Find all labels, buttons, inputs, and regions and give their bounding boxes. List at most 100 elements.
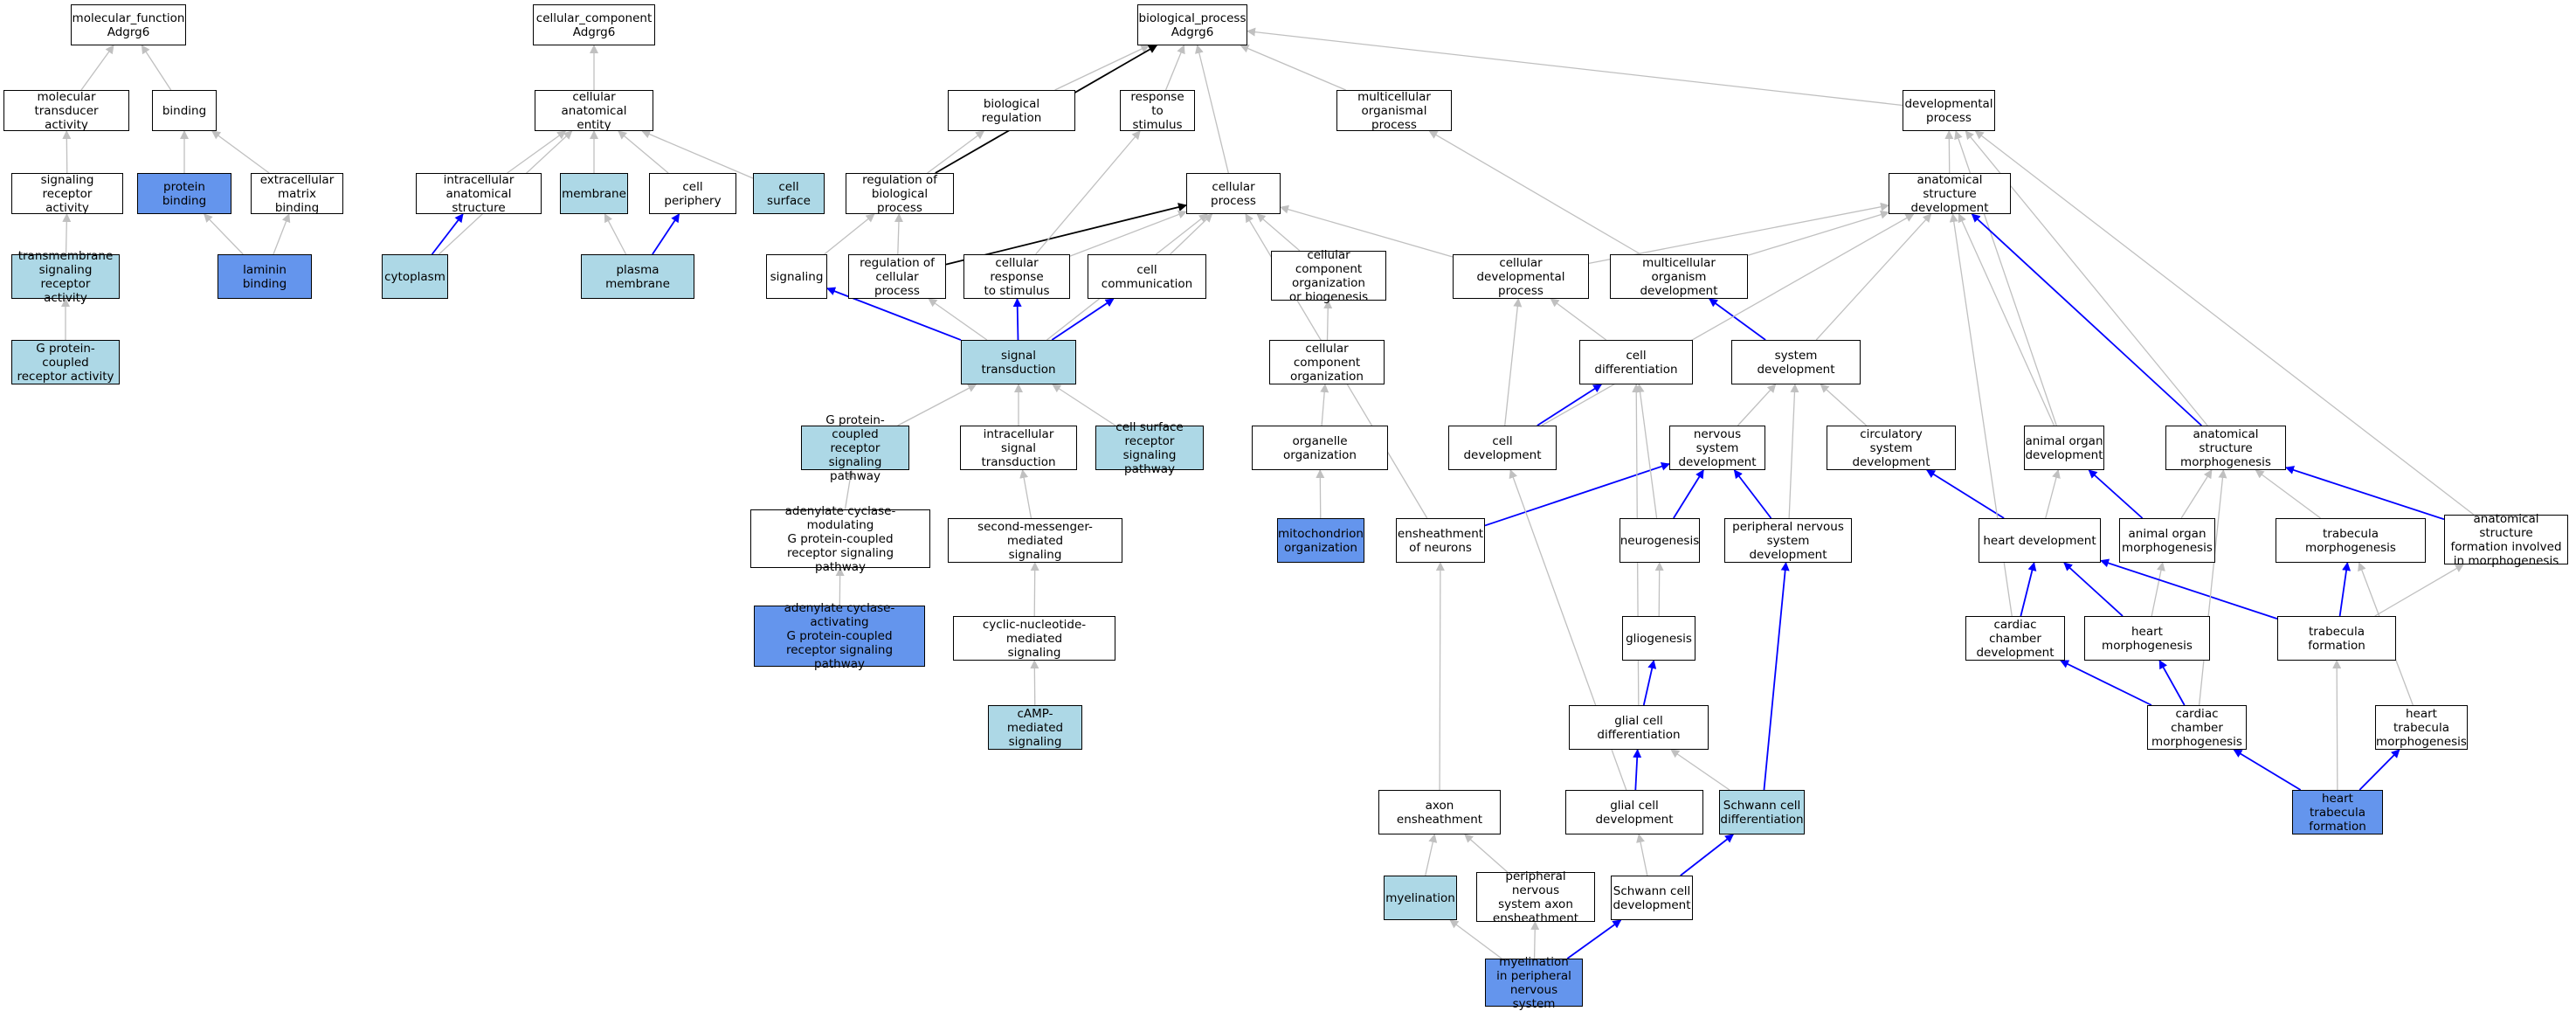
edge-cell_development-to-anat_struct_dev [1541, 213, 1915, 426]
node-cardiac-chamber-development[interactable]: cardiac chamber development [1965, 616, 2065, 661]
edge-signal_transduction-to-reg_cell_proc [928, 298, 988, 341]
edge-cell_dev_proc-to-cellular_process [1280, 204, 1454, 258]
edge-anat_form_morph-to-dev_process [1974, 130, 2475, 516]
edge-schwann_diff-to-pns_dev [1763, 562, 1790, 791]
node-plasma-membrane[interactable]: plasma membrane [581, 254, 694, 299]
node-binding[interactable]: binding [152, 90, 217, 131]
node-cellular-component-root[interactable]: cellular_component Adgrg6 [533, 4, 655, 45]
edge-system_dev-to-anat_struct_dev [1815, 213, 1932, 341]
node-peripheral-nervous-system-development[interactable]: peripheral nervous system development [1724, 518, 1852, 563]
edge-system_dev-to-multicell_org_dev [1709, 298, 1766, 341]
edge-myelin_pns-to-schwann_dev [1566, 919, 1622, 959]
node-cell-differentiation[interactable]: cell differentiation [1579, 340, 1693, 384]
edge-glial_dev-to-glial_diff [1633, 749, 1642, 791]
node-cardiac-chamber-morphogenesis[interactable]: cardiac chamber morphogenesis [2147, 705, 2247, 750]
node-cellular-response-to-stimulus[interactable]: cellular response to stimulus [963, 254, 1070, 299]
node-molecular-transducer-activity[interactable]: molecular transducer activity [3, 90, 129, 132]
node-cellular-process[interactable]: cellular process [1186, 173, 1281, 214]
node-cell-development[interactable]: cell development [1448, 426, 1557, 470]
node-multicellular-organism-development[interactable]: multicellular organism development [1610, 254, 1748, 299]
node-anatomical-structure-development[interactable]: anatomical structure development [1889, 173, 2011, 215]
edge-heart_trab_form-to-cardiac_chamber_morph [2233, 749, 2302, 791]
node-g-protein-coupled-receptor-activity[interactable]: G protein-coupled receptor activity [11, 340, 120, 384]
node-heart-trabecula-morphogenesis[interactable]: heart trabecula morphogenesis [2375, 705, 2468, 750]
node-second-messenger-mediated-signaling[interactable]: second-messenger-mediated signaling [948, 518, 1122, 563]
node-cytoplasm[interactable]: cytoplasm [382, 254, 448, 299]
node-glial-cell-development[interactable]: glial cell development [1565, 790, 1703, 834]
node-cell-periphery[interactable]: cell periphery [649, 173, 736, 214]
node-regulation-of-cellular-process[interactable]: regulation of cellular process [848, 254, 946, 299]
node-multicellular-organismal-process[interactable]: multicellular organismal process [1336, 90, 1452, 132]
edge-circ_sys_dev-to-system_dev [1820, 384, 1868, 426]
edge-camp_sig-to-cyclic_nuc [1030, 660, 1039, 706]
node-gliogenesis[interactable]: gliogenesis [1622, 616, 1695, 661]
node-animal-organ-morphogenesis[interactable]: animal organ morphogenesis [2119, 518, 2215, 563]
node-signaling-receptor-activity[interactable]: signaling receptor activity [11, 173, 123, 215]
node-biological-regulation[interactable]: biological regulation [948, 90, 1075, 131]
node-cell-surface-receptor-signaling-pathway[interactable]: cell surface receptor signaling pathway [1095, 420, 1204, 476]
node-schwann-cell-development[interactable]: Schwann cell development [1611, 876, 1693, 920]
edge-multicell_proc-to-bp_root [1240, 44, 1346, 91]
edge-cell_development-to-cell_dev_proc [1504, 298, 1523, 426]
edge-trabecula_formation-to-trabecula_morph [2338, 562, 2352, 617]
node-neurogenesis[interactable]: neurogenesis [1619, 518, 1700, 563]
node-membrane[interactable]: membrane [560, 173, 628, 214]
node-adenylate-cyclase-activating-gpcr-pathway[interactable]: adenylate cyclase-activating G protein-c… [754, 601, 925, 671]
node-system-development[interactable]: system development [1731, 340, 1861, 384]
node-response-to-stimulus[interactable]: response to stimulus [1120, 90, 1195, 132]
node-cellular-developmental-process[interactable]: cellular developmental process [1453, 254, 1589, 299]
node-nervous-system-development[interactable]: nervous system development [1669, 426, 1765, 470]
node-regulation-of-biological-process[interactable]: regulation of biological process [846, 173, 954, 215]
node-adenylate-cyclase-modulating-gpcr-pathway[interactable]: adenylate cyclase-modulating G protein-c… [750, 504, 930, 574]
node-anatomical-structure-formation-involved-in-morphogenesis[interactable]: anatomical structure formation involved … [2444, 512, 2568, 568]
node-cell-communication[interactable]: cell communication [1088, 254, 1206, 299]
node-glial-cell-differentiation[interactable]: glial cell differentiation [1569, 705, 1709, 750]
edge-cardiac_chamber_morph-to-heart_morph [2158, 660, 2186, 706]
node-cellular-component-organization[interactable]: cellular component organization [1269, 340, 1385, 384]
edge-signaling-to-reg_bio_proc [824, 213, 875, 255]
node-transmembrane-signaling-receptor-activity[interactable]: transmembrane signaling receptor activit… [11, 249, 120, 305]
node-schwann-cell-differentiation[interactable]: Schwann cell differentiation [1719, 790, 1805, 834]
node-cellular-anatomical-entity[interactable]: cellular anatomical entity [535, 90, 653, 132]
node-cellular-component-organization-or-biogenesis[interactable]: cellular component organization or bioge… [1271, 248, 1386, 304]
node-developmental-process[interactable]: developmental process [1903, 90, 1995, 131]
node-trabecula-formation[interactable]: trabecula formation [2277, 616, 2396, 661]
node-peripheral-nervous-system-axon-ensheathment[interactable]: peripheral nervous system axon ensheathm… [1476, 869, 1595, 925]
node-signaling[interactable]: signaling [766, 254, 827, 299]
node-intracellular-anatomical-structure[interactable]: intracellular anatomical structure [416, 173, 542, 215]
node-cell-surface[interactable]: cell surface [753, 173, 825, 214]
edge-heart_morph-to-animal_organ_morph [2151, 562, 2165, 617]
node-intracellular-signal-transduction[interactable]: intracellular signal transduction [960, 426, 1077, 470]
edge-cell_periphery-to-cell_anat_entity [618, 130, 669, 174]
edge-animal_organ_morph-to-anat_struct_morph [2180, 469, 2213, 519]
edge-anat_form_morph-to-anat_struct_morph [2285, 466, 2445, 521]
node-heart-trabecula-formation[interactable]: heart trabecula formation [2292, 790, 2383, 834]
node-protein-binding[interactable]: protein binding [137, 173, 231, 214]
node-biological-process-root[interactable]: biological_process Adgrg6 [1137, 4, 1247, 45]
edge-cellular_process-to-bp_root [1194, 45, 1229, 174]
node-trabecula-morphogenesis[interactable]: trabecula morphogenesis [2276, 518, 2426, 563]
node-animal-organ-development[interactable]: animal organ development [2024, 426, 2104, 470]
node-myelination-in-peripheral-nervous-system[interactable]: myelination in peripheral nervous system [1485, 955, 1583, 1011]
node-axon-ensheathment[interactable]: axon ensheathment [1378, 790, 1501, 834]
node-heart-development[interactable]: heart development [1979, 518, 2101, 563]
node-circulatory-system-development[interactable]: circulatory system development [1827, 426, 1956, 470]
edge-pns_dev-to-system_dev [1788, 384, 1799, 519]
node-myelination[interactable]: myelination [1384, 876, 1457, 920]
node-organelle-organization[interactable]: organelle organization [1252, 426, 1388, 470]
edge-heart_dev-to-animal_organ_dev [2045, 469, 2061, 519]
edge-gpcr_pathway-to-signal_transduction [897, 384, 977, 426]
node-cyclic-nucleotide-mediated-signaling[interactable]: cyclic-nucleotide-mediated signaling [953, 616, 1115, 661]
node-mitochondrion-organization[interactable]: mitochondrion organization [1277, 518, 1364, 563]
node-heart-morphogenesis[interactable]: heart morphogenesis [2084, 616, 2210, 661]
node-laminin-binding[interactable]: laminin binding [218, 254, 312, 299]
node-camp-mediated-signaling[interactable]: cAMP-mediated signaling [988, 705, 1082, 750]
node-g-protein-coupled-receptor-signaling-pathway[interactable]: G protein-coupled receptor signaling pat… [801, 413, 909, 483]
node-extracellular-matrix-binding[interactable]: extracellular matrix binding [251, 173, 343, 215]
edge-trabecula_formation-to-heart_dev [2100, 558, 2278, 620]
node-signal-transduction[interactable]: signal transduction [961, 340, 1076, 384]
node-anatomical-structure-morphogenesis[interactable]: anatomical structure morphogenesis [2165, 426, 2286, 470]
node-molecular-function-root[interactable]: molecular_function Adgrg6 [71, 4, 186, 45]
node-ensheathment-of-neurons[interactable]: ensheathment of neurons [1396, 518, 1485, 563]
